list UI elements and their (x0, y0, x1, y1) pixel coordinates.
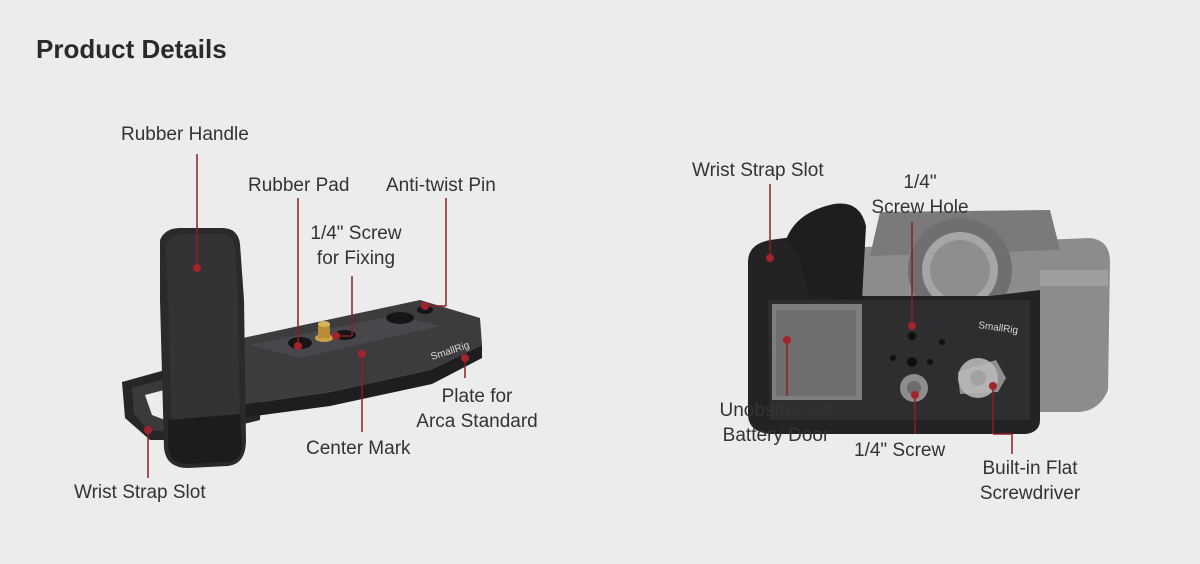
label-screw-for-fixing-line1: 1/4" Screw (310, 223, 402, 244)
label-rubber-pad: Rubber Pad (248, 175, 350, 196)
label-battery-line2: Battery Door (722, 425, 830, 446)
label-unobstructed-battery-door: Unobstructed Battery Door (706, 398, 846, 448)
l-bracket-grip-image: SmallRig (122, 228, 482, 468)
label-plate-arca-standard: Plate for Arca Standard (408, 384, 546, 434)
label-screw-for-fixing: 1/4" Screw for Fixing (298, 221, 414, 271)
label-screwdriver-line2: Screwdriver (979, 483, 1081, 504)
label-wrist-strap-slot-left: Wrist Strap Slot (74, 482, 206, 503)
label-quarter-inch-screw: 1/4" Screw (854, 440, 946, 461)
label-screw-for-fixing-line2: for Fixing (316, 248, 396, 269)
label-wrist-strap-slot-right: Wrist Strap Slot (692, 160, 824, 181)
page-title: Product Details (36, 34, 227, 64)
label-battery-line1: Unobstructed (719, 400, 833, 421)
leader-lines (147, 154, 1013, 478)
label-built-in-flat-screwdriver: Built-in Flat Screwdriver (966, 456, 1094, 506)
callout-markers (144, 254, 997, 434)
label-anti-twist-pin: Anti-twist Pin (386, 175, 496, 196)
label-screw-hole-line2: Screw Hole (871, 197, 969, 218)
label-screwdriver-line1: Built-in Flat (982, 458, 1078, 479)
camera-with-cage-image: SmallRig (748, 203, 1110, 434)
label-plate-line2: Arca Standard (416, 411, 538, 432)
label-rubber-handle: Rubber Handle (121, 124, 249, 145)
label-center-mark: Center Mark (306, 438, 411, 459)
label-screw-hole: 1/4" Screw Hole (862, 170, 978, 220)
label-screw-hole-line1: 1/4" (903, 172, 937, 193)
label-plate-line1: Plate for (441, 386, 513, 407)
